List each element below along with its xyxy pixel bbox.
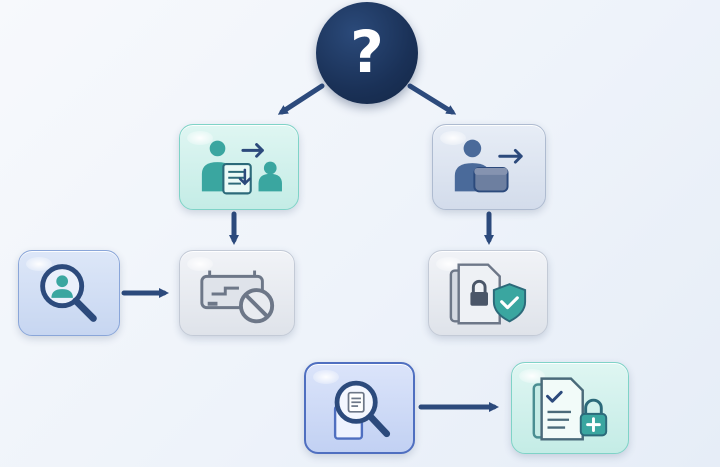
left-step-blocked bbox=[179, 250, 295, 336]
right-step-secured bbox=[428, 250, 548, 336]
locked-documents-shield-icon bbox=[449, 263, 527, 325]
side-input-user-search bbox=[18, 250, 120, 336]
arrow-question-to-right bbox=[407, 83, 457, 115]
secure-checklist-icon bbox=[532, 377, 608, 441]
right-step-transfer bbox=[432, 124, 546, 210]
question-node: ? bbox=[316, 2, 418, 104]
arrow-question-to-left bbox=[277, 83, 325, 115]
bottom-secure-checklist bbox=[511, 362, 629, 454]
person-wallet-transfer-icon bbox=[454, 139, 523, 193]
question-mark-icon: ? bbox=[350, 18, 384, 86]
left-step-handoff bbox=[179, 124, 299, 210]
person-handoff-document-icon bbox=[201, 140, 282, 195]
document-search-icon bbox=[333, 380, 391, 440]
user-search-icon bbox=[40, 264, 97, 322]
question-symbol: ? bbox=[350, 18, 384, 86]
blocked-server-icon bbox=[200, 270, 275, 324]
bottom-document-search bbox=[304, 362, 415, 454]
